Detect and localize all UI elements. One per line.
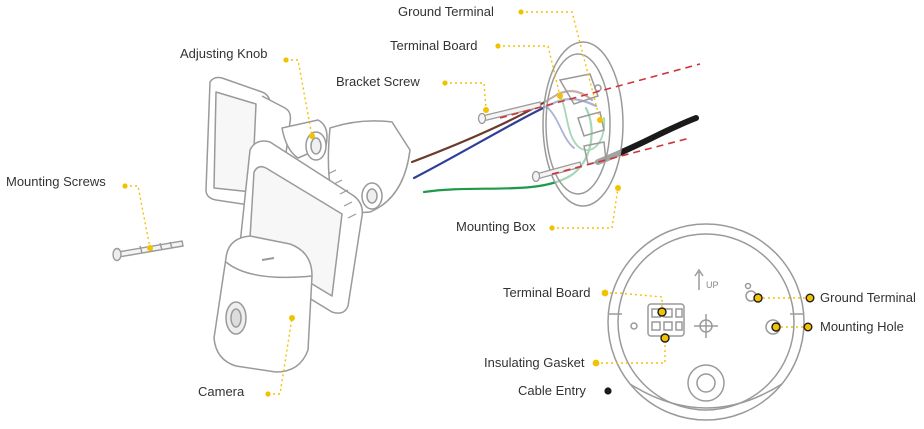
label-up-mark: UP (706, 280, 719, 290)
label-bracket-screw: Bracket Screw (336, 74, 420, 89)
leader-lines (125, 11, 808, 395)
label-ground-terminal-top: Ground Terminal (398, 4, 494, 19)
label-mounting-hole: Mounting Hole (820, 319, 904, 334)
label-camera: Camera (198, 384, 245, 399)
label-terminal-board-detail: Terminal Board (503, 285, 591, 300)
alignment-axes (499, 63, 701, 175)
label-terminal-board-top: Terminal Board (390, 38, 478, 53)
leader-dots (122, 9, 815, 397)
mounting-box-icon (542, 41, 624, 207)
label-mounting-box: Mounting Box (456, 219, 536, 234)
mounting-screw-icon (112, 240, 184, 262)
label-ground-terminal-detail: Ground Terminal (820, 290, 916, 305)
label-cable-entry: Cable Entry (518, 383, 586, 398)
bracket-screw-icon (477, 101, 582, 183)
label-insulating-gasket: Insulating Gasket (484, 355, 585, 370)
label-adjusting-knob: Adjusting Knob (180, 46, 268, 61)
mounting-box-detail-icon (607, 223, 805, 421)
label-mounting-screws: Mounting Screws (6, 174, 106, 189)
floodlight-camera-icon (205, 76, 411, 373)
